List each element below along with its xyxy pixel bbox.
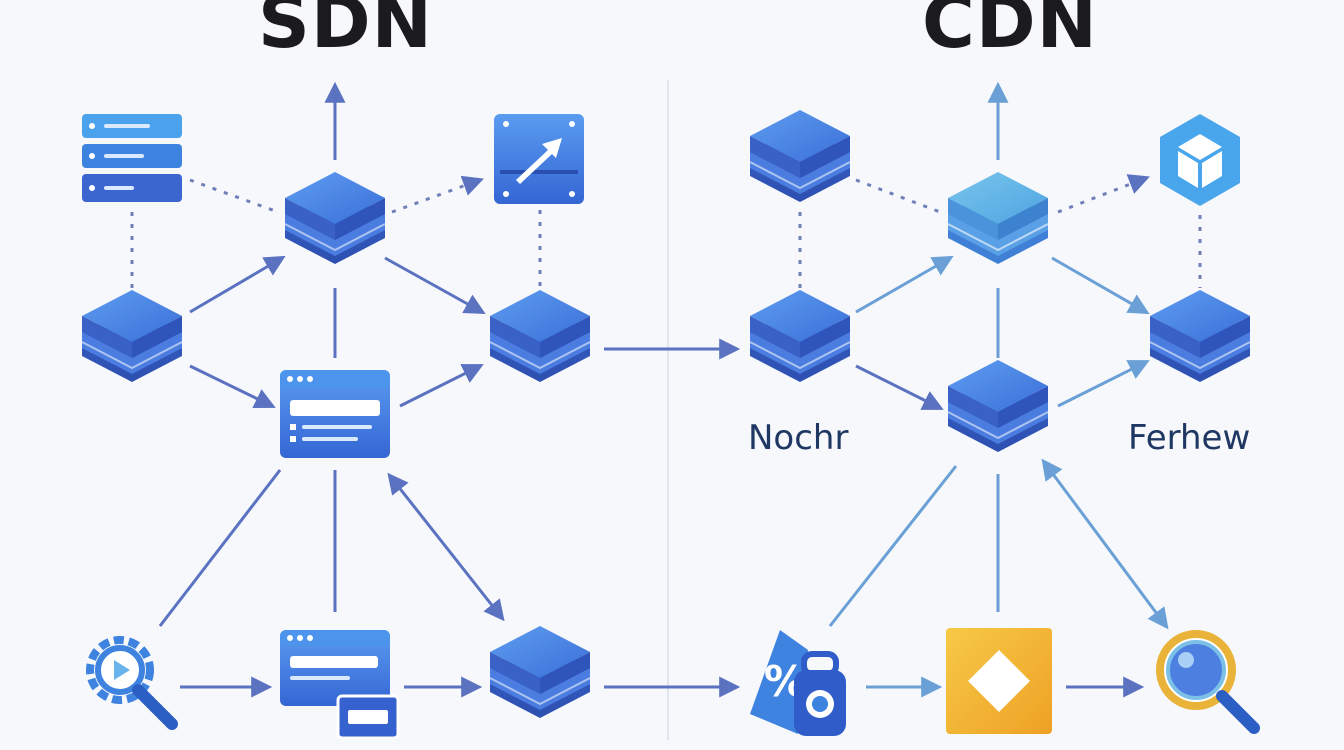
sdn-left-stack-icon [81,289,183,383]
cdn-connections [798,81,1202,698]
cdn-origin-stack-icon [947,171,1049,265]
ferhew-label: Ferhew [1128,418,1251,458]
cdn-edge-stack-icon [947,359,1049,453]
cube-icon [1160,114,1240,206]
browser-stack-icon [280,630,400,740]
percent-cloud-icon: % [750,630,846,736]
nochr-label: Nochr [748,418,849,458]
server-rack-icon [82,114,182,202]
sdn-bottom-stack-icon [489,625,591,719]
gear-search-icon [86,636,178,730]
browser-window-icon [280,370,390,458]
sdn-right-stack-icon [489,289,591,383]
cdn-right-stack-icon [1149,289,1251,383]
cdn-title: CDN [922,0,1098,64]
sdn-controller-stack-icon [284,171,386,265]
sdn-connections [130,81,741,698]
arrow-panel-icon [494,114,584,204]
magnifier-icon [1156,630,1260,734]
diamond-tile-icon [946,628,1052,734]
sdn-title: SDN [258,0,433,64]
cdn-top-left-stack-icon [749,109,851,203]
cdn-left-stack-icon [749,289,851,383]
